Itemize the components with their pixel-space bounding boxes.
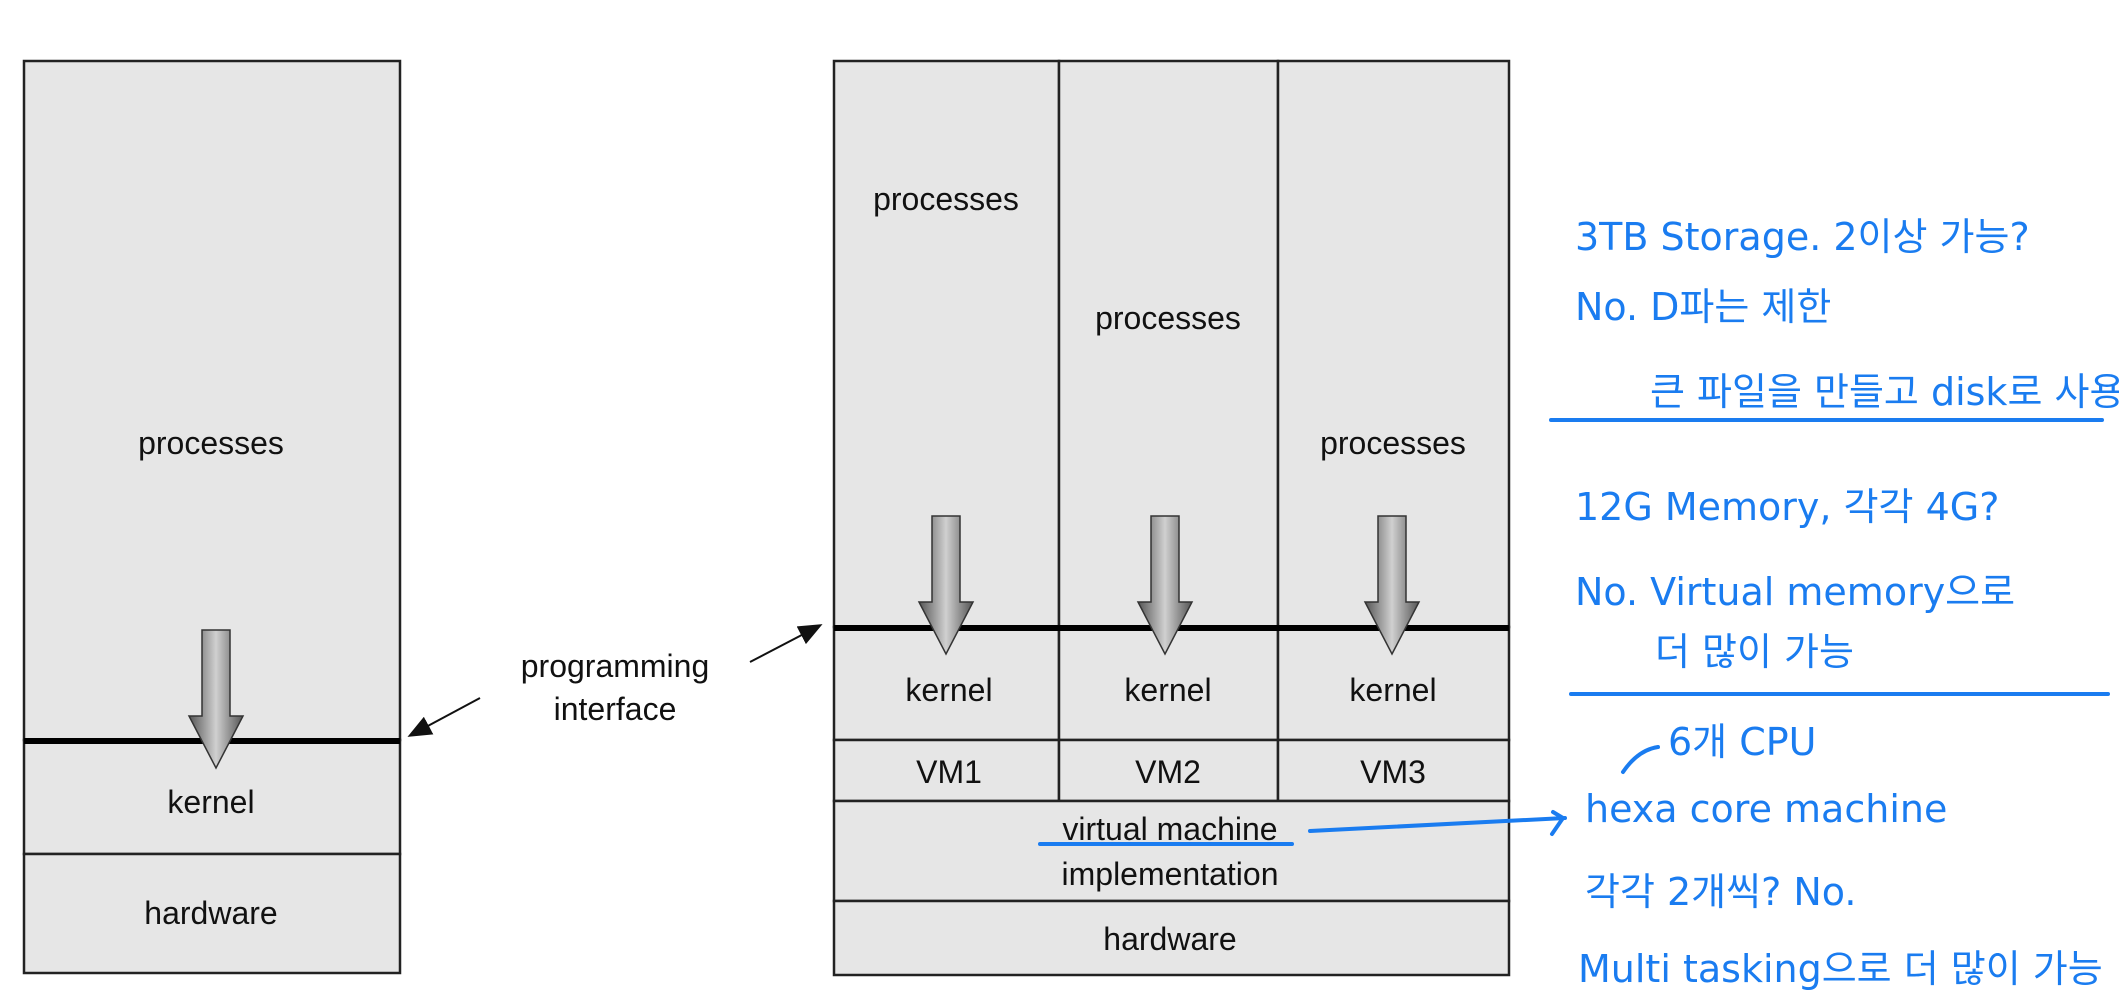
vm3-label: VM3 <box>1360 754 1426 790</box>
vm2-processes-label: processes <box>1095 300 1241 336</box>
vm-implementation-layer <box>832 799 1511 903</box>
arrowhead-icon <box>1550 810 1566 836</box>
vm-impl-line2: implementation <box>1062 856 1279 892</box>
down-arrow-icon <box>187 629 245 770</box>
programming-interface-callout: programming interface <box>407 624 823 737</box>
right-stack: processes processes processes kernel ker… <box>832 59 1511 977</box>
vm3-kernel-label: kernel <box>1349 672 1436 708</box>
vm-to-cpu-arrow <box>1308 816 1567 833</box>
vm2-kernel-label: kernel <box>1124 672 1211 708</box>
left-kernel-label: kernel <box>167 784 254 820</box>
right-hardware-layer <box>832 899 1511 977</box>
left-hardware-layer <box>22 852 402 975</box>
left-processes-label: processes <box>138 425 284 461</box>
handwritten-notes: 3TB Storage. 2이상 가능? No. D파는 제한 큰 파일을 만들… <box>1038 215 2119 991</box>
callout-line1: programming <box>521 648 710 684</box>
vm2-label: VM2 <box>1135 754 1201 790</box>
cpu-note-connector <box>1621 745 1660 774</box>
vm3-processes-label: processes <box>1320 425 1466 461</box>
vm-impl-line1: virtual machine <box>1062 811 1277 847</box>
down-arrow-icon <box>917 515 975 656</box>
right-hardware-label: hardware <box>1103 921 1236 957</box>
callout-line2: interface <box>554 691 677 727</box>
cpu-note-2: 각각 2개씩? No. <box>1585 870 1856 914</box>
left-stack: processes kernel hardware <box>22 59 402 975</box>
callout-arrow-left <box>407 697 481 737</box>
down-arrow-icon <box>1136 515 1194 656</box>
callout-arrow-right <box>749 624 823 663</box>
left-processes-layer <box>22 59 402 742</box>
down-arrow-icon <box>1363 515 1421 656</box>
storage-note-3: 큰 파일을 만들고 disk로 사용 <box>1650 370 2119 414</box>
left-hardware-label: hardware <box>144 895 277 931</box>
cpu-note-3: Multi tasking으로 더 많이 가능 <box>1578 947 2103 991</box>
memory-note-1: 12G Memory, 각각 4G? <box>1575 485 1999 529</box>
storage-note-1: 3TB Storage. 2이상 가능? <box>1575 215 2030 259</box>
memory-note-3: 더 많이 가능 <box>1655 630 1854 674</box>
storage-note-2: No. D파는 제한 <box>1575 285 1831 329</box>
vm3-layer <box>1276 738 1511 803</box>
cpu-note-1: hexa core machine <box>1585 787 1947 831</box>
memory-note-2: No. Virtual memory으로 <box>1575 570 2015 614</box>
vm1-processes-label: processes <box>873 181 1019 217</box>
cpu-note: 6개 CPU <box>1668 720 1816 764</box>
vm1-kernel-label: kernel <box>905 672 992 708</box>
vm1-label: VM1 <box>916 754 982 790</box>
